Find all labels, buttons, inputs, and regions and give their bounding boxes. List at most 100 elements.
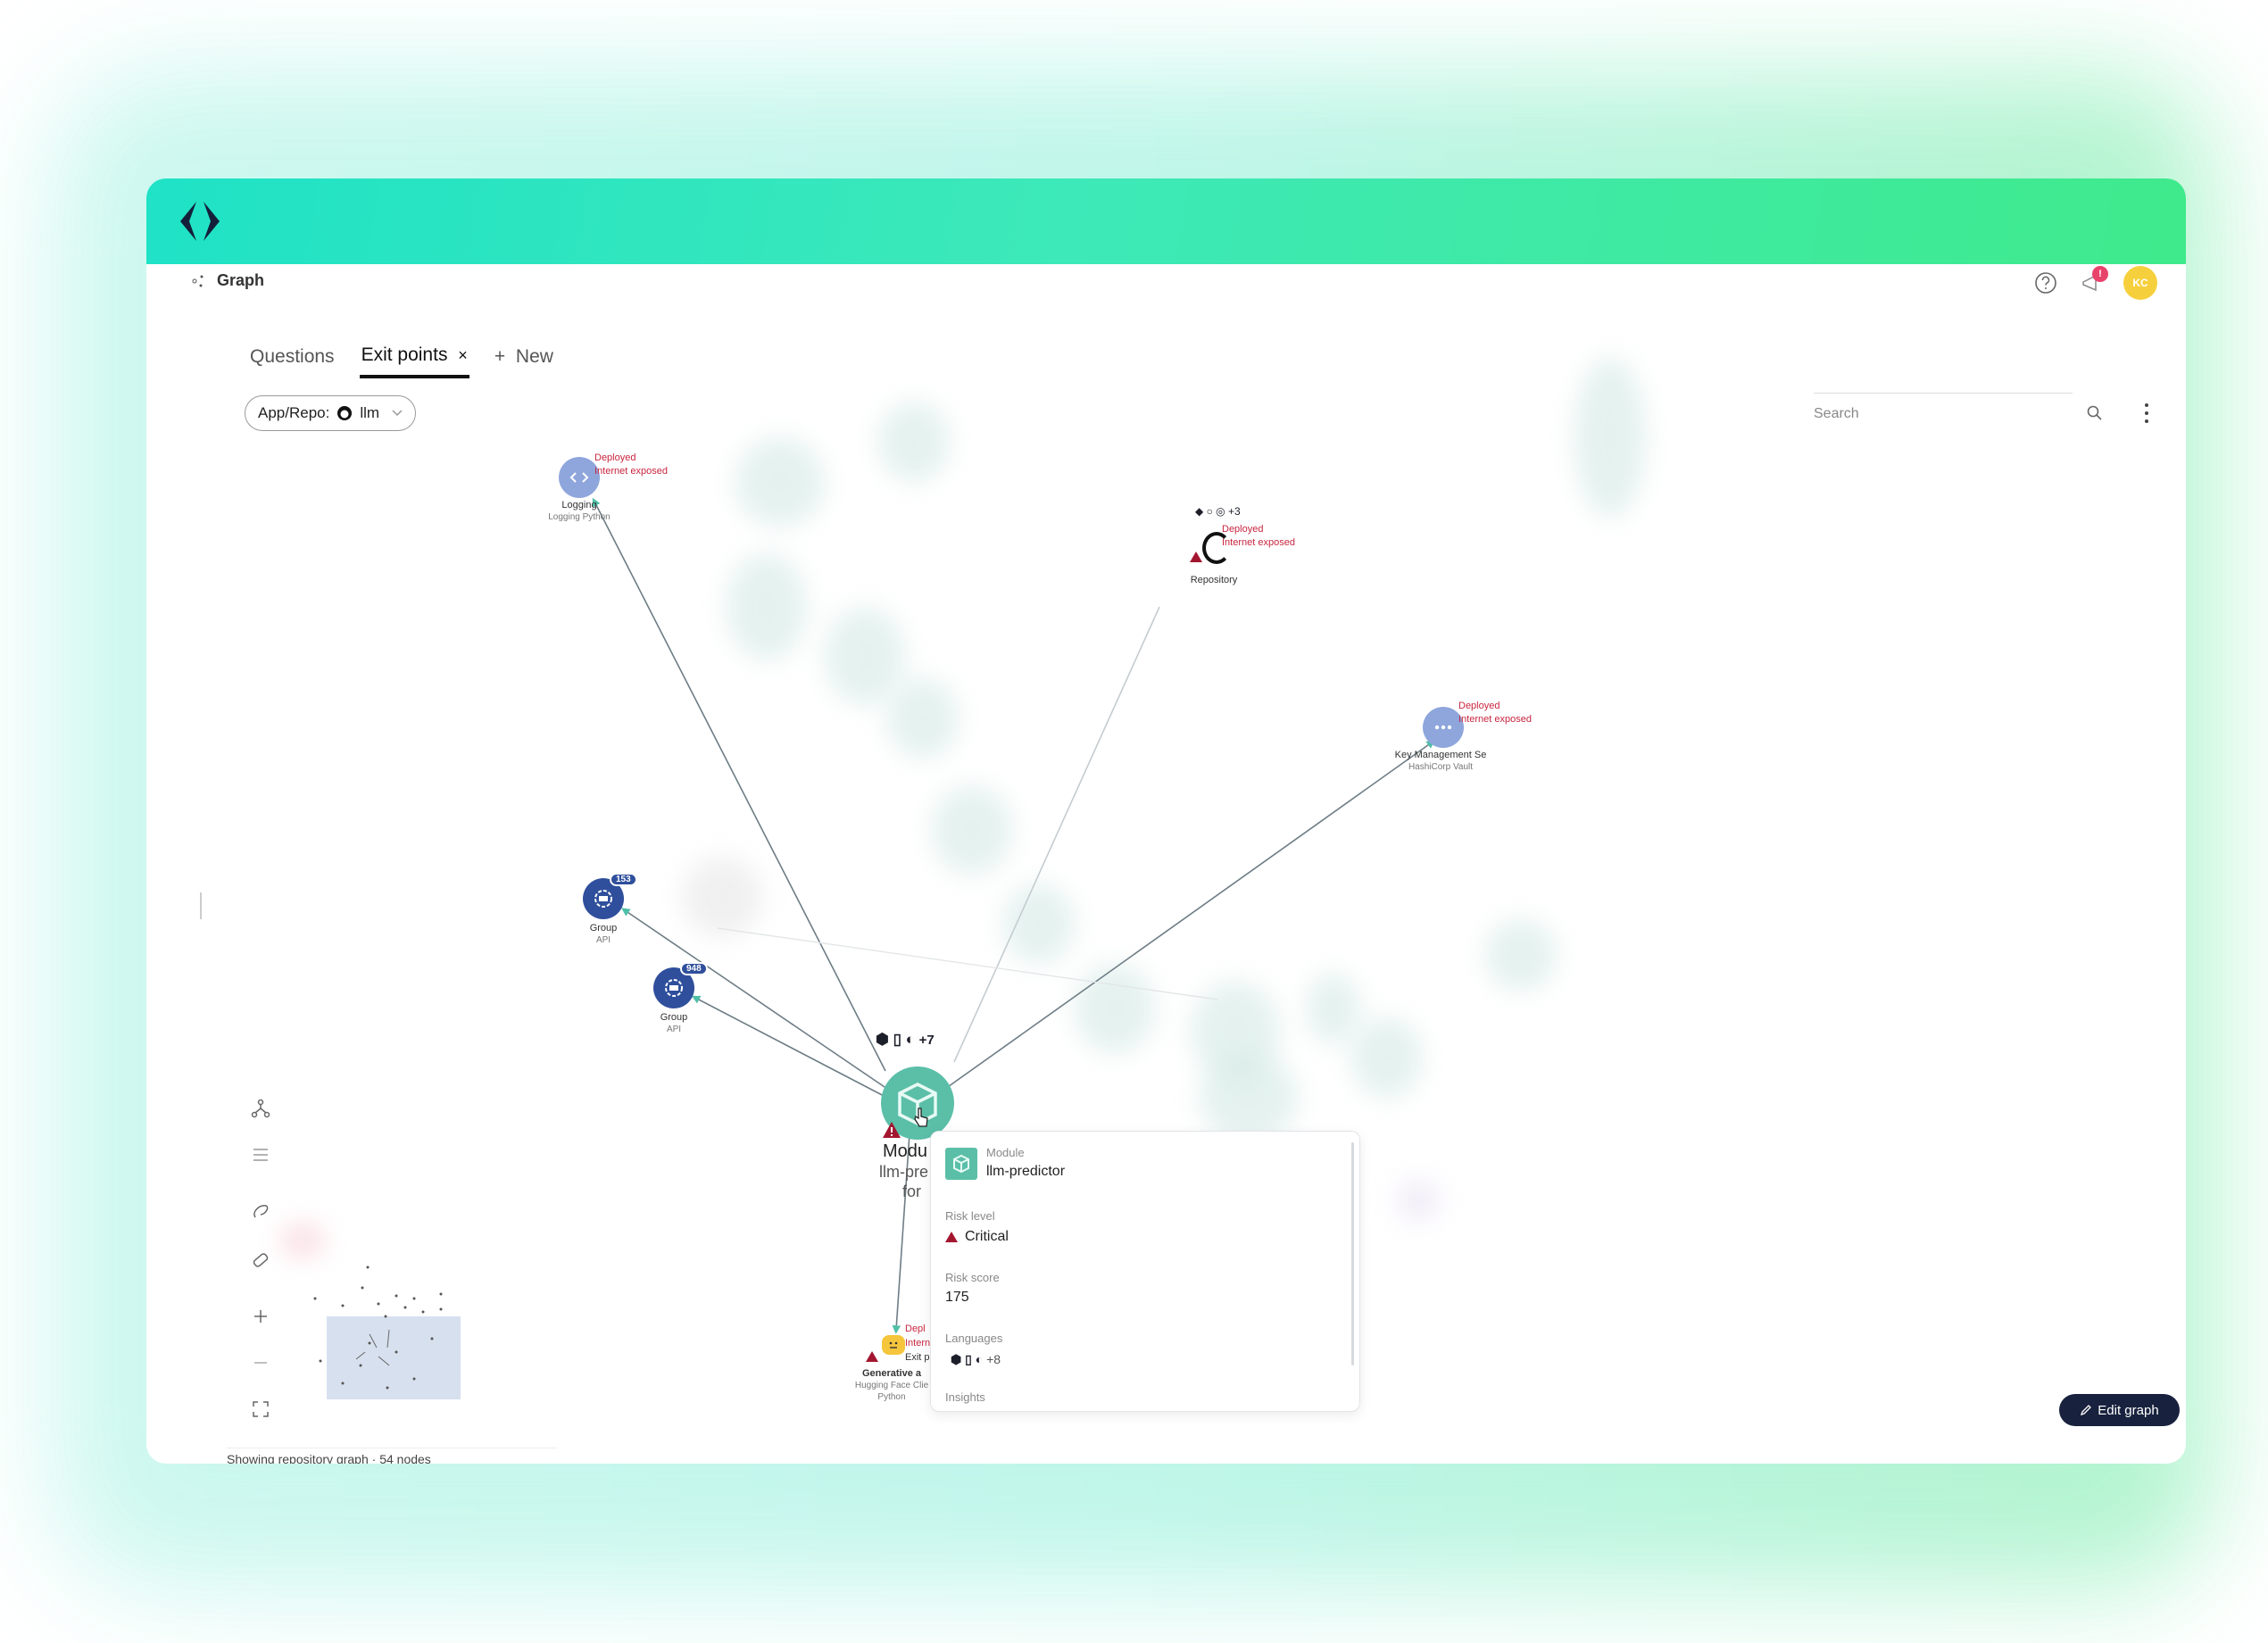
node-key-management[interactable]: Deployed Internet exposed Key Management… xyxy=(1395,701,1532,772)
edge-logging xyxy=(592,497,886,1072)
cube-icon xyxy=(953,1154,969,1174)
faded-node xyxy=(735,437,825,527)
face-icon xyxy=(889,1341,898,1348)
user-avatar[interactable]: KC xyxy=(2123,266,2157,300)
node-logging[interactable]: Deployed Internet exposed Logging Loggin… xyxy=(548,452,668,522)
status-internet-exposed: Intern xyxy=(905,1338,931,1348)
breadcrumb[interactable]: Graph xyxy=(192,271,264,290)
edge-repository xyxy=(953,606,1160,1063)
node-name: Generative a xyxy=(861,1368,922,1379)
critical-warning-icon xyxy=(883,1122,901,1138)
edge-faded xyxy=(717,927,1218,1000)
faded-node xyxy=(887,678,959,759)
language-icon: ⬢ ▯ ◐ xyxy=(876,1031,915,1048)
filter-label: App/Repo: xyxy=(258,404,330,421)
tab-bar: Questions Exit points × + New xyxy=(248,339,555,378)
lasso-icon[interactable] xyxy=(250,1201,271,1223)
zoom-in-icon[interactable] xyxy=(250,1306,271,1327)
risk-level-label: Risk level xyxy=(945,1209,995,1223)
node-generative-ai[interactable]: Depl Intern Exit p Generative a Hugging … xyxy=(855,1324,930,1402)
node-subtitle: API xyxy=(666,1025,682,1034)
status-deployed: Depl xyxy=(905,1324,926,1334)
node-subtitle-2: Python xyxy=(877,1392,906,1402)
notifications-button[interactable]: ! xyxy=(2080,266,2108,296)
fit-screen-icon[interactable] xyxy=(250,1398,271,1420)
status-internet-exposed: Internet exposed xyxy=(1222,537,1295,548)
module-type-icon xyxy=(945,1148,977,1180)
app-repo-filter[interactable]: App/Repo: llm xyxy=(245,395,417,431)
list-icon[interactable] xyxy=(250,1144,271,1166)
dots-icon xyxy=(1434,725,1452,730)
tab-exit-points-label: Exit points xyxy=(361,344,448,365)
pencil-icon xyxy=(2081,1405,2092,1416)
faded-node xyxy=(1200,1053,1298,1142)
tooltip-node-name: llm-predictor xyxy=(986,1164,1066,1179)
language-icons: ◆ ○ ◎ +3 xyxy=(1195,505,1241,518)
critical-warning-icon xyxy=(945,1232,958,1242)
hugging-face-icon xyxy=(882,1335,905,1355)
node-group-api[interactable]: 948 Group API xyxy=(653,962,708,1034)
key-management-node-icon xyxy=(1423,707,1464,748)
status-deployed: Deployed xyxy=(594,452,636,463)
api-gear-icon xyxy=(665,979,683,997)
filter-value: llm xyxy=(360,404,380,421)
api-gear-icon xyxy=(594,890,612,908)
zoom-out-icon[interactable] xyxy=(250,1352,271,1373)
node-name: Repository xyxy=(1190,575,1238,585)
close-tab-icon[interactable]: × xyxy=(458,346,468,364)
edit-graph-button[interactable]: Edit graph xyxy=(2059,1394,2180,1426)
minimap[interactable] xyxy=(307,1263,461,1401)
graph-icon xyxy=(192,275,204,286)
app-window: Graph ! KC Questions Exit points × + New… xyxy=(146,178,2186,1464)
graph-edges xyxy=(592,497,1435,1334)
status-deployed: Deployed xyxy=(1458,701,1500,711)
languages-more: +3 xyxy=(1227,505,1241,518)
notification-badge: ! xyxy=(2092,266,2108,282)
critical-warning-icon xyxy=(1190,552,1202,562)
risk-score-value: 175 xyxy=(945,1290,969,1305)
faded-node xyxy=(1307,973,1360,1044)
node-subtitle: API xyxy=(595,935,611,945)
languages-more: +7 xyxy=(918,1033,935,1048)
tab-exit-points[interactable]: Exit points × xyxy=(359,339,469,378)
logo-icon[interactable] xyxy=(177,198,223,245)
languages-icons: ⬢ ▯ ◐ +8 xyxy=(951,1352,1001,1367)
count-badge: 948 xyxy=(680,962,708,975)
search-icon[interactable] xyxy=(2086,404,2104,422)
node-details-tooltip: Module llm-predictor Risk level Critical… xyxy=(930,1131,1360,1412)
edge-group2 xyxy=(691,995,888,1099)
new-tab-label: New xyxy=(515,346,553,367)
node-group-api[interactable]: 153 Group API xyxy=(583,873,637,945)
logging-node-icon xyxy=(559,457,600,498)
node-name: Key Management Se xyxy=(1394,750,1487,760)
node-module-llm-predictor[interactable]: ⬢ ▯ ◐ +7 Modu llm-pre for xyxy=(876,1031,954,1200)
languages-more: +8 xyxy=(986,1352,1001,1366)
faded-node xyxy=(1075,964,1155,1053)
layout-tree-icon[interactable] xyxy=(250,1098,271,1119)
languages-label: Languages xyxy=(945,1332,1003,1345)
tab-questions[interactable]: Questions xyxy=(250,346,335,367)
github-icon xyxy=(337,406,353,420)
minimap-viewport[interactable] xyxy=(327,1316,461,1399)
top-bar xyxy=(146,178,2186,264)
faded-node xyxy=(727,553,807,660)
language-icon: ⬢ ▯ ◐ xyxy=(951,1352,984,1366)
panel-resize-handle[interactable] xyxy=(200,892,202,919)
edit-graph-label: Edit graph xyxy=(2098,1402,2159,1418)
more-options-icon[interactable] xyxy=(2142,402,2151,425)
help-icon[interactable] xyxy=(2034,271,2057,295)
eraser-icon[interactable] xyxy=(250,1249,271,1271)
search-input[interactable]: Search xyxy=(1814,393,2073,422)
node-subtitle: Hugging Face Clie xyxy=(854,1381,929,1390)
node-subtitle: HashiCorp Vault xyxy=(1408,762,1474,772)
node-repository[interactable]: ◆ ○ ◎ +3 Deployed Internet exposed Repos… xyxy=(1190,505,1295,585)
critical-warning-icon xyxy=(866,1351,878,1362)
tooltip-scrollbar[interactable] xyxy=(1351,1142,1354,1365)
language-icons: ⬢ ▯ ◐ +7 xyxy=(876,1031,935,1050)
megaphone-icon xyxy=(2082,274,2097,292)
faded-node xyxy=(825,607,905,705)
node-name: Group xyxy=(660,1012,688,1023)
edge-keymgmt xyxy=(944,740,1435,1090)
new-tab-button[interactable]: + New xyxy=(493,341,555,377)
edge-group1 xyxy=(621,908,888,1090)
